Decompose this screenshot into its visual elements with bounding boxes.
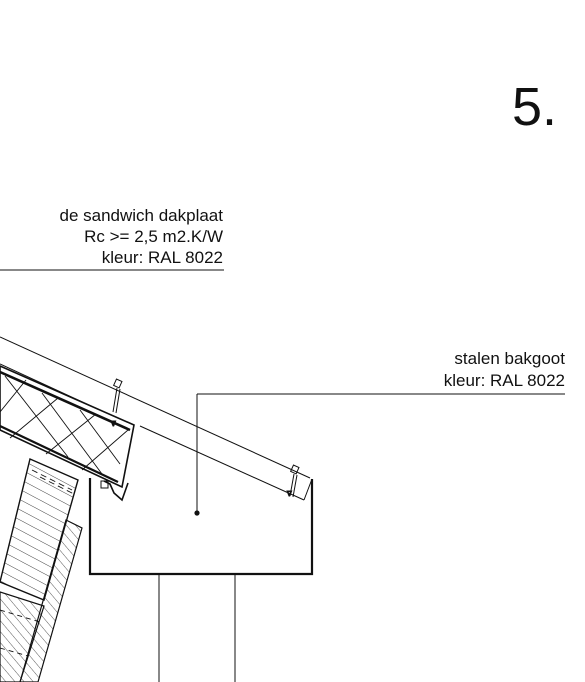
wall-dashed-line [0,609,41,623]
steel-box-gutter [88,478,314,576]
svg-text:∇: ∇ [110,420,116,428]
wall-dashed-line-2 [0,647,29,657]
svg-text:∇: ∇ [286,490,292,498]
timber-rafter-dashed-line [31,469,73,491]
section-number: 5. [512,77,557,137]
gutter-leader-dot [194,510,200,516]
screw-fastener-lower: ∇ [286,464,300,499]
roof-panel-label-line1: de sandwich dakplaat [59,206,223,225]
roof-sheeting-end-line [303,478,313,501]
screw-fastener-upper: ∇ [110,378,123,429]
gutter-label-line1: stalen bakgoot [454,349,565,368]
timber-rafter-dashed-line-2 [39,476,75,495]
panel-insulation-cross-pattern [0,375,129,475]
roof-sheeting-lower-line [139,425,305,501]
gutter-label-line2: kleur: RAL 8022 [444,371,565,390]
wall-inner-block [0,591,45,682]
roof-sheeting-top-line [0,336,311,479]
roof-panel-label-line2: Rc >= 2,5 m2.K/W [84,227,223,246]
roof-panel-label-line3: kleur: RAL 8022 [102,248,223,267]
sandwich-panel-bottom-skin [0,425,119,483]
sandwich-panel-top-skin [0,370,131,432]
flashing-clip [100,480,109,489]
